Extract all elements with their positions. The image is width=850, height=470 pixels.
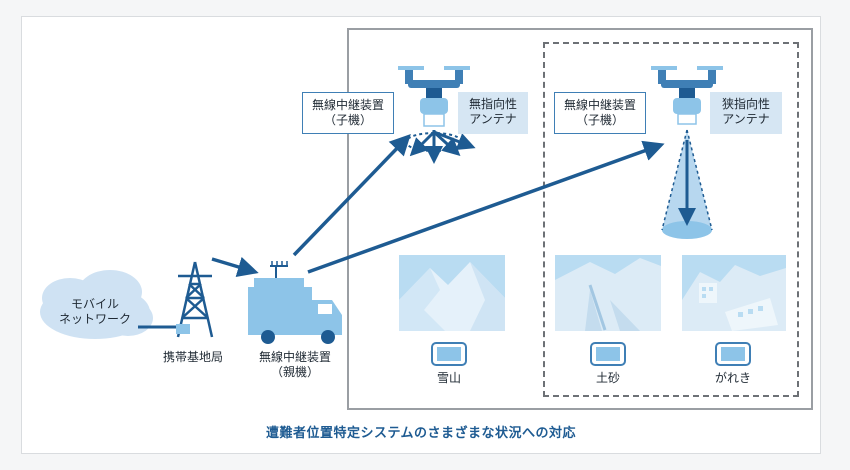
parent-relay-label-line1: 無線中継装置 [258, 350, 331, 364]
truck-to-drone1-arrow [292, 133, 411, 257]
child-relay-2-line1: 無線中継装置 [563, 98, 636, 112]
cloud-label: モバイル ネットワーク [45, 297, 145, 327]
cloud-label-line2: ネットワーク [58, 312, 131, 326]
tower-to-truck-arrow [211, 256, 259, 278]
base-station-label: 携帯基地局 [162, 350, 223, 364]
drone-narrow-icon [651, 66, 723, 125]
cloud-label-line1: モバイル [70, 297, 119, 311]
smartphone-icon [590, 342, 626, 366]
child-relay-label-box-2: 無線中継装置 （子機） [554, 92, 646, 134]
smartphone-icon [715, 342, 751, 366]
narrow-beam-cone [661, 129, 713, 239]
scene-rubble-label: がれき [714, 371, 751, 385]
parent-relay-label-line2: （親機） [270, 365, 319, 379]
scene-snow-label: 雪山 [436, 371, 461, 385]
narrow-antenna-line1: 狭指向性 [721, 97, 770, 111]
omni-antenna-line1: 無指向性 [468, 97, 517, 111]
parent-relay-label: 無線中継装置 （親機） [245, 350, 345, 380]
omni-radiation-arrows [409, 130, 476, 164]
snow-mountain-scene-image [399, 255, 505, 331]
truck-to-drone2-arrow [307, 140, 665, 274]
child-relay-1-line2: （子機） [323, 113, 372, 127]
omni-antenna-line2: アンテナ [469, 112, 517, 126]
narrow-antenna-label-box: 狭指向性 アンテナ [710, 92, 782, 134]
diagram-caption: 遭難者位置特定システムのさまざまな状況への対応 [265, 426, 577, 441]
child-relay-1-line1: 無線中継装置 [311, 98, 384, 112]
scene-landslide-label: 土砂 [595, 371, 620, 385]
smartphone-icon [431, 342, 467, 366]
base-station-tower-icon [176, 261, 214, 338]
omni-antenna-label-box: 無指向性 アンテナ [458, 92, 528, 134]
relay-truck-icon [248, 261, 342, 344]
child-relay-2-line2: （子機） [575, 113, 624, 127]
landslide-scene-image [555, 255, 661, 331]
narrow-directivity-region [543, 42, 799, 397]
mountain-area-region [347, 28, 813, 410]
rubble-scene-image [682, 255, 786, 331]
narrow-antenna-line2: アンテナ [722, 112, 770, 126]
child-relay-label-box-1: 無線中継装置 （子機） [302, 92, 394, 134]
